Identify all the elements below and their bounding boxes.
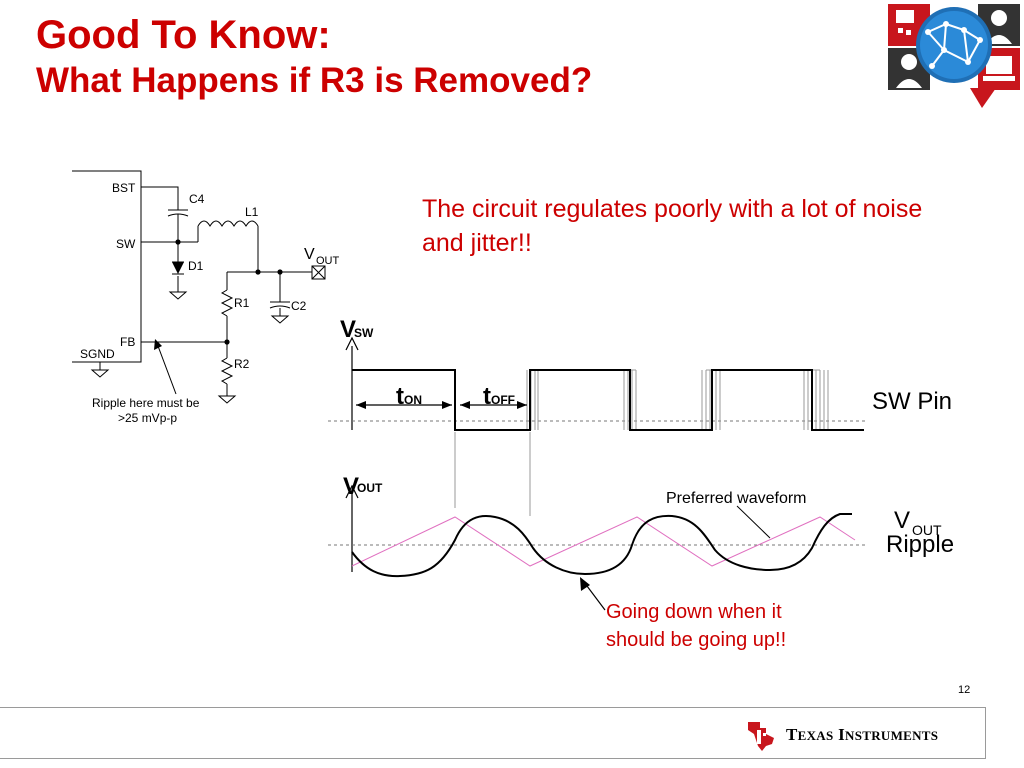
res-r2-label: R2 <box>234 357 250 371</box>
vsw-label: V <box>340 316 356 343</box>
slide-subtitle: What Happens if R3 is Removed? <box>36 61 593 100</box>
cap-c2-label: C2 <box>291 299 307 313</box>
circuit-schematic: BST SW FB SGND C4 L1 D1 R1 R2 C2 Ripple … <box>72 170 340 425</box>
ripple-note-line1: Ripple here must be <box>92 396 200 410</box>
schematic-vout-subscript: OUT <box>316 255 340 267</box>
waveform-diagram: V SW t ON t OFF SW Pin V OUT Preferred w… <box>328 316 954 611</box>
slide-title: Good To Know: <box>36 13 331 57</box>
brand-first-rest: EXAS <box>797 728 834 743</box>
pin-bst-label: BST <box>112 181 136 195</box>
cap-c4-label: C4 <box>189 192 205 206</box>
vout-axis-label: V <box>343 473 359 500</box>
actual-vout-waveform <box>351 513 852 578</box>
preferred-waveform-label: Preferred waveform <box>666 490 807 507</box>
res-r1-label: R1 <box>234 296 250 310</box>
sw-pin-waveform <box>352 369 864 431</box>
texas-instruments-wordmark: TEXAS INSTRUMENTS <box>786 725 938 745</box>
vout-ripple-subscript: OUT <box>912 522 942 538</box>
footer-bar <box>0 707 986 759</box>
sw-pin-label: SW Pin <box>872 388 952 415</box>
brand-second-rest: NSTRUMENTS <box>845 728 939 743</box>
brand-first-initial: T <box>786 725 798 744</box>
ripple-label: Ripple <box>886 531 954 558</box>
ripple-note-line2: >25 mVp-p <box>118 411 177 425</box>
headline-statement: The circuit regulates poorly with a lot … <box>422 195 923 257</box>
inductor-l1-label: L1 <box>245 205 259 219</box>
vsw-subscript: SW <box>354 326 374 340</box>
brand-second-initial: I <box>838 725 846 744</box>
e2e-community-icon <box>888 4 1020 108</box>
ti-logo-icon <box>748 722 774 751</box>
pin-sgnd-label: SGND <box>80 347 115 361</box>
page-number: 12 <box>958 684 971 696</box>
preferred-triangle-waveform <box>351 516 856 567</box>
vout-ripple-label: V <box>894 507 910 534</box>
ton-label: t <box>396 383 404 410</box>
pin-fb-label: FB <box>120 335 135 349</box>
diode-d1-label: D1 <box>188 259 204 273</box>
toff-label: t <box>483 383 491 410</box>
schematic-vout-label: V <box>304 246 315 263</box>
ton-subscript: ON <box>404 393 422 407</box>
going-down-annotation: Going down when it should be going up!! <box>606 601 787 651</box>
vout-axis-subscript: OUT <box>357 481 383 495</box>
toff-subscript: OFF <box>491 393 515 407</box>
pin-sw-label: SW <box>116 237 136 251</box>
